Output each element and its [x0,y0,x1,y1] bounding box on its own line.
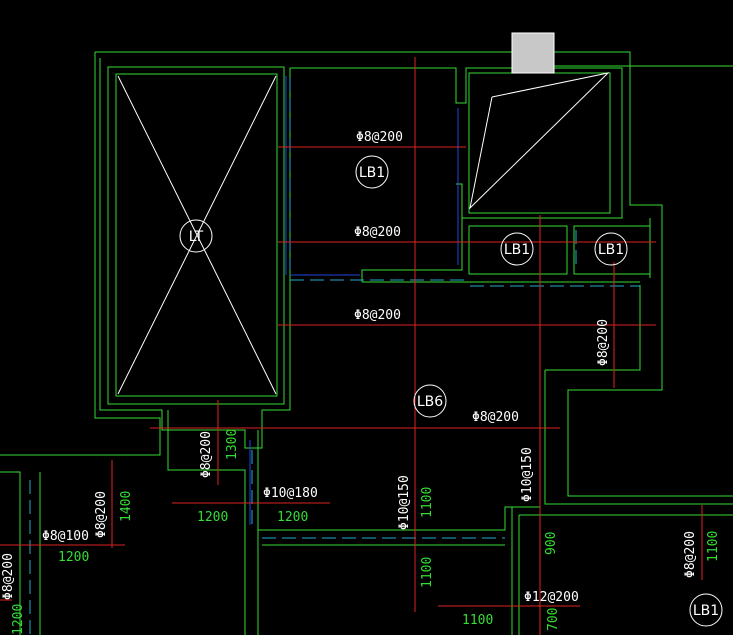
slab-tag-lb1-d[interactable]: LB1 [689,593,723,627]
wall-step [544,370,733,505]
mid-wall [361,218,463,282]
rebar-label: Φ8@200 [1,553,16,600]
white-lines [117,72,610,395]
hidden-lines [29,78,640,635]
column-block[interactable] [511,32,555,74]
wall-lower-left [0,471,21,635]
slab-tag-lt[interactable]: LT [179,219,213,253]
lt-surround [99,58,291,449]
svg-text:LB1: LB1 [598,242,624,258]
svg-text:LB1: LB1 [359,165,385,181]
rebar-label: Φ10@180 [263,486,318,501]
wall-lower-inner2 [258,506,540,531]
stair-room [468,72,611,214]
stair-outline [469,72,610,210]
outer-wall-right [554,51,733,497]
dimension-labels: 1300 1400 1200 1200 1200 1100 1100 1100 … [11,429,721,635]
slab-tag-lb1-b[interactable]: LB1 [500,232,534,266]
rebar-label: Φ12@200 [524,590,579,605]
svg-text:LB6: LB6 [417,394,443,410]
outer-wall-left [0,52,161,456]
rebar-label: Φ8@200 [354,308,401,323]
dimension-label: 1400 [119,491,134,522]
rebar-label: Φ8@200 [356,130,403,145]
lb1-box-b [468,225,568,275]
dimension-label: 1100 [420,557,435,588]
slab-tag-lb6[interactable]: LB6 [413,384,447,418]
dimension-label: 1200 [11,604,26,635]
rebar-label: Φ8@200 [94,491,109,538]
dimension-label: 1300 [225,429,240,460]
dimension-label: 1200 [197,510,228,525]
rebar-label: Φ8@200 [683,531,698,578]
svg-text:LB1: LB1 [693,603,719,619]
slab-tag-lb1-c[interactable]: LB1 [594,232,628,266]
dimension-label: 1200 [58,550,89,565]
svg-text:LB1: LB1 [504,242,530,258]
dimension-label: 700 [546,608,561,631]
shaft-diagonal [117,75,277,395]
dimension-label: 1100 [420,487,435,518]
slab-tags: LT LB1 LB1 LB1 LB6 LB1 [179,155,723,627]
svg-text:LT: LT [189,229,204,245]
wall-step2 [545,285,641,371]
rebar-label: Φ8@200 [199,431,214,478]
rebar-label: Φ10@150 [397,475,412,530]
blue-lines [249,76,459,525]
dimension-label: 900 [544,532,559,555]
rebar-label: Φ8@200 [354,225,401,240]
dimension-label: 1100 [706,531,721,562]
rebar-lines [0,57,703,635]
slab-tag-lb1-a[interactable]: LB1 [355,155,389,189]
rebar-label: Φ8@200 [596,319,611,366]
wall-lower-mid [167,410,246,635]
room-top-wall [290,67,623,219]
rebar-label: Φ8@100 [42,529,89,544]
dimension-label: 1100 [462,613,493,628]
wall-outlines [0,51,733,635]
lt-box-outer [107,66,285,405]
rebar-labels: Φ8@200 Φ8@200 Φ8@200 Φ8@200 Φ8@200 Φ8@20… [1,130,698,605]
dimension-label: 1200 [277,510,308,525]
rebar-label: Φ8@200 [472,410,519,425]
lt-box-inner [115,73,278,397]
rebar-label: Φ10@150 [520,447,535,502]
outer-wall [95,51,733,67]
